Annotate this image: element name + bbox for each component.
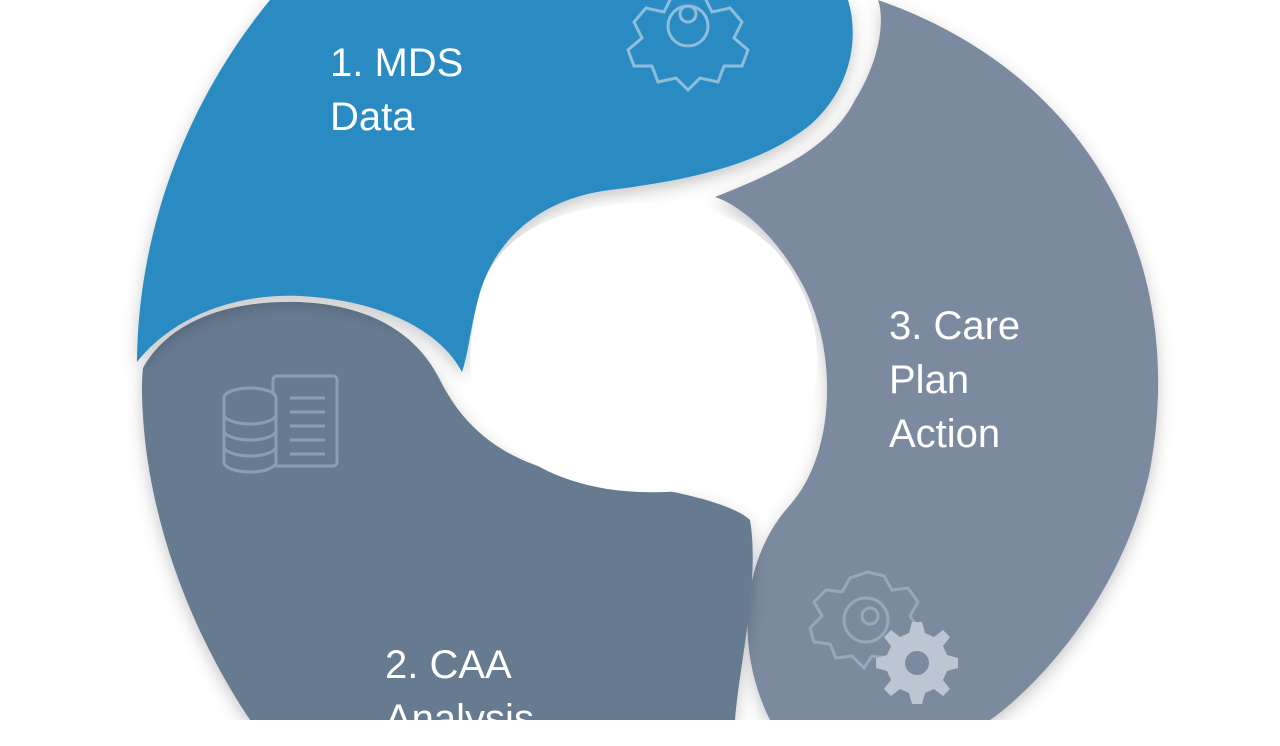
segment-1-label: 1. MDS Data <box>330 36 463 144</box>
center-hole <box>470 202 818 493</box>
segment-3-label-line-2: Plan <box>889 358 970 402</box>
segment-2-label-line-1: 2. CAA <box>385 643 512 687</box>
database-document-icon <box>222 374 339 474</box>
cycle-diagram <box>137 0 1159 720</box>
segment-1-label-line-1: 1. MDS <box>330 41 464 85</box>
segment-1-label-line-2: Data <box>330 95 415 139</box>
segment-2-caa-analysis <box>141 301 753 720</box>
segment-2-label: 2. CAA Analysis <box>385 638 534 746</box>
segment-1-mds-data <box>137 0 853 372</box>
segment-3-care-plan-action <box>715 0 1159 720</box>
segment-2-label-line-2: Analysis <box>385 697 534 741</box>
segment-3-label-line-1: 3. Care <box>889 304 1021 348</box>
segment-3-label-line-3: Action <box>889 412 1001 456</box>
gear-icon <box>626 0 750 93</box>
segment-3-label: 3. Care Plan Action <box>889 299 1020 461</box>
gears-icon <box>808 570 958 704</box>
